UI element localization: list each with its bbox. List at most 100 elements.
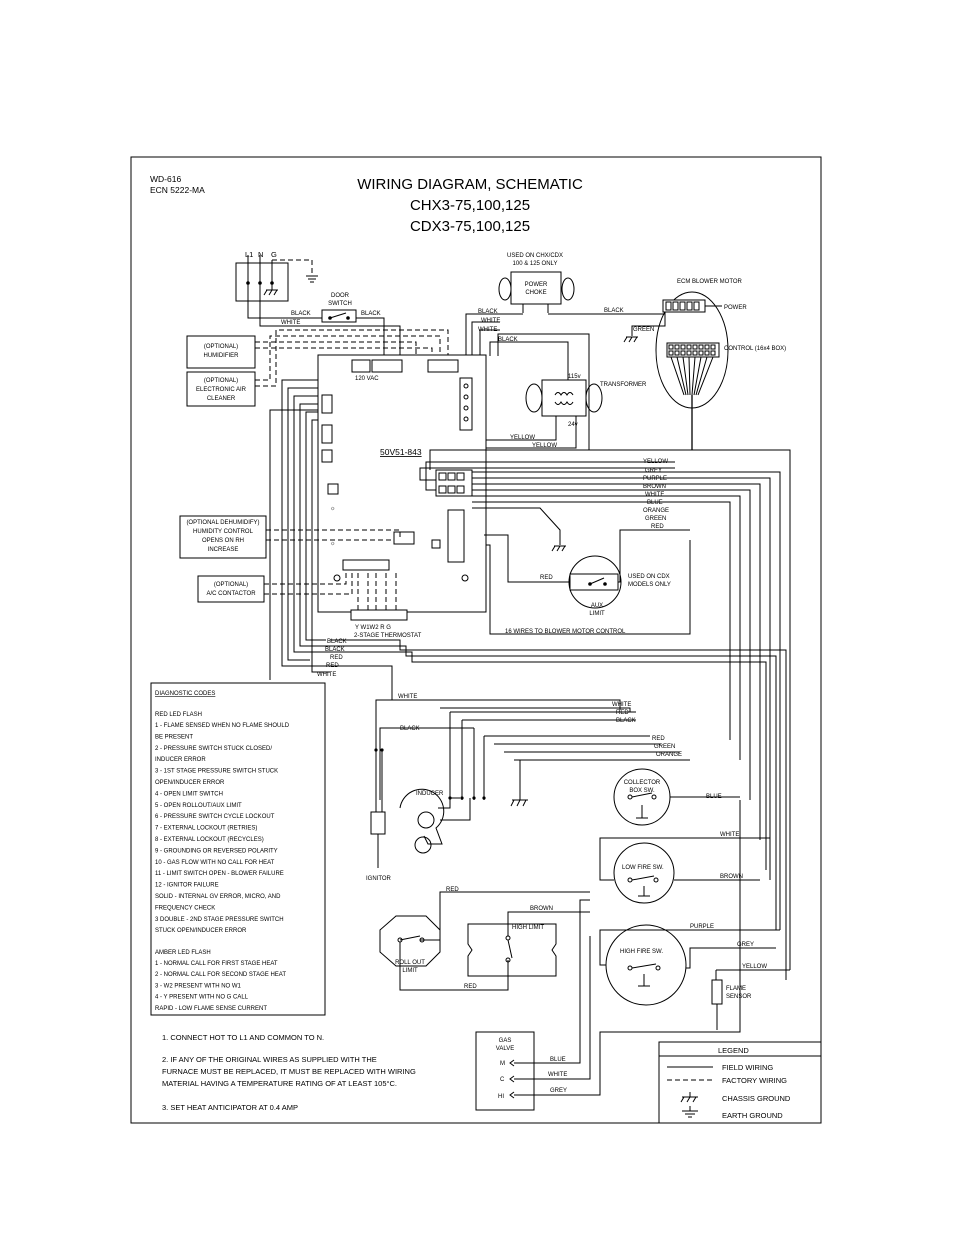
ecm-blower-motor: ECM BLOWER MOTOR POWER CONTROL (16x4 BOX… xyxy=(655,279,786,450)
diagnostic-code-line: 2 - PRESSURE SWITCH STUCK CLOSED/ xyxy=(155,746,272,752)
wire-label-red-l1: RED xyxy=(330,655,343,661)
inducer-label: INDUCER xyxy=(416,791,444,797)
voltage-24: 24v xyxy=(568,422,578,428)
svg-text:120 VAC: 120 VAC xyxy=(355,376,379,382)
wire-label-red-l2: RED xyxy=(326,663,339,669)
note-2a: 2. IF ANY OF THE ORIGINAL WIRES AS SUPPL… xyxy=(162,1055,377,1064)
gas-valve-hi: HI xyxy=(498,1094,504,1100)
terminal-g: G xyxy=(271,250,277,259)
legend-box: LEGEND FIELD WIRING FACTORY WIRING CHASS… xyxy=(658,1041,822,1124)
wire-label-black-l1: BLACK xyxy=(327,639,347,645)
gas-valve-m: M xyxy=(500,1061,505,1067)
wire-label-red-roll2: RED xyxy=(464,984,477,990)
wire-label-yellow: YELLOW xyxy=(643,459,668,465)
chassis-ground-inducer xyxy=(510,799,528,807)
wire-label-white-l: WHITE xyxy=(317,672,336,678)
wire-label-white-choke: WHITE xyxy=(481,318,500,324)
wire-label-black-choke: BLACK xyxy=(478,309,498,315)
chassis-ground-harness xyxy=(551,545,566,552)
legend-earth-ground: EARTH GROUND xyxy=(722,1111,783,1120)
wire-label-orange-bundle: ORANGE xyxy=(643,508,669,514)
wire-label-brown-hl: BROWN xyxy=(530,906,553,912)
inducer-motor: INDUCER xyxy=(399,788,486,854)
thermostat-terminals: Y W1W2 R G 2-STAGE THERMOSTAT xyxy=(350,570,422,639)
earth-ground-icon xyxy=(682,1106,698,1118)
wire-label-black: BLACK xyxy=(291,311,311,317)
diagnostic-code-line: SOLID - INTERNAL GV ERROR, MICRO, AND xyxy=(155,894,281,900)
wire-label-black-door: BLACK xyxy=(361,311,381,317)
wire-label-blue-coll: BLUE xyxy=(706,794,722,800)
diagnostic-code-line: OPEN/INDUCER ERROR xyxy=(155,780,225,786)
wire-label-yellow-hi: YELLOW xyxy=(742,964,767,970)
diagnostic-code-line: 12 - IGNITOR FAILURE xyxy=(155,883,219,889)
wire-label-red-r1: RED xyxy=(616,710,629,716)
legend-chassis-ground: CHASSIS GROUND xyxy=(722,1094,791,1103)
low-fire-switch: LOW FIRE SW. xyxy=(613,842,760,904)
svg-text:(OPTIONAL)A/C CONTACTOR: (OPTIONAL)A/C CONTACTOR xyxy=(206,582,256,597)
wire-label-red-aux: RED xyxy=(540,575,553,581)
legend-field-wiring: FIELD WIRING xyxy=(722,1063,773,1072)
wire-label-black-ecm: BLACK xyxy=(604,308,624,314)
svg-text:(OPTIONAL)HUMIDIFIER: (OPTIONAL)HUMIDIFIER xyxy=(204,344,240,359)
legend-heading: LEGEND xyxy=(718,1046,749,1055)
wire-label-black-ign: BLACK xyxy=(400,726,420,732)
diagnostic-code-line: 8 - EXTERNAL LOCKOUT (RECYCLES) xyxy=(155,837,264,843)
ecn-number: ECN 5222-MA xyxy=(150,185,205,195)
doc-id: WD-616 xyxy=(150,174,181,184)
ecm-motor-label: ECM BLOWER MOTOR xyxy=(677,279,743,285)
board-id: 50V51-843 xyxy=(380,447,422,457)
diagnostic-code-line: FREQUENCY CHECK xyxy=(155,905,215,911)
wire-label-green-bundle: GREEN xyxy=(645,516,666,522)
diagnostic-code-line: 10 - GAS FLOW WITH NO CALL FOR HEAT xyxy=(155,860,275,866)
earth-ground-symbol xyxy=(306,275,318,283)
wire-label-blue-bundle: BLUE xyxy=(647,500,663,506)
voltage-115: 115v xyxy=(568,374,581,380)
diagnostic-code-line: 4 - Y PRESENT WITH NO G CALL xyxy=(155,995,249,1001)
wire-label-black-r1: BLACK xyxy=(616,718,636,724)
wire-label-red-bundle: RED xyxy=(651,524,664,530)
wire-label-purple-hi: PURPLE xyxy=(690,924,714,930)
wire-label-white-bundle: WHITE xyxy=(645,492,664,498)
ac-contactor-box: (OPTIONAL)A/C CONTACTOR xyxy=(197,575,265,603)
wire-label-grey-gv: GREY xyxy=(550,1088,567,1094)
wire-label-white-choke2: WHITE xyxy=(478,327,497,333)
diagnostic-heading: DIAGNOSTIC CODES xyxy=(155,691,215,697)
wire-label-blue-gv: BLUE xyxy=(550,1057,566,1063)
diagnostic-code-line: 7 - EXTERNAL LOCKOUT (RETRIES) xyxy=(155,826,257,832)
diagnostic-code-line: 3 - W2 PRESENT WITH NO W1 xyxy=(155,983,242,989)
wire-label-red-roll: RED xyxy=(446,887,459,893)
diagnostic-code-line: 1 - FLAME SENSED WHEN NO FLAME SHOULD xyxy=(155,723,290,729)
svg-text:☼: ☼ xyxy=(330,541,336,547)
svg-text:(OPTIONAL DEHUMIDIFY)HUMIDITY: (OPTIONAL DEHUMIDIFY)HUMIDITY CONTROLOPE… xyxy=(186,520,259,553)
wire-label-brown-low: BROWN xyxy=(720,874,743,880)
high-limit-label: HIGH LIMIT xyxy=(512,925,544,931)
wire-label-white-ign: WHITE xyxy=(398,694,417,700)
diagnostic-code-line: INDUCER ERROR xyxy=(155,757,206,763)
harness-connector xyxy=(435,469,473,497)
diagram-title: WIRING DIAGRAM, SCHEMATIC xyxy=(357,176,583,193)
transformer: 115v 24v TRANSFORMER xyxy=(525,374,647,428)
diagnostic-code-line: 3 DOUBLE - 2ND STAGE PRESSURE SWITCH xyxy=(155,917,284,923)
wire-label-white-r1: WHITE xyxy=(612,702,631,708)
thermostat-terminal-labels: Y W1W2 R G xyxy=(355,625,391,631)
ignitor-label: IGNITOR xyxy=(366,876,392,882)
wire-label-yellow-xfmr: YELLOW xyxy=(510,435,535,441)
diagnostic-code-line: RAPID - LOW FLAME SENSE CURRENT xyxy=(155,1006,267,1012)
wire-label-green-r2: GREEN xyxy=(654,744,675,750)
note-1: 1. CONNECT HOT TO L1 AND COMMON TO N. xyxy=(162,1033,324,1042)
